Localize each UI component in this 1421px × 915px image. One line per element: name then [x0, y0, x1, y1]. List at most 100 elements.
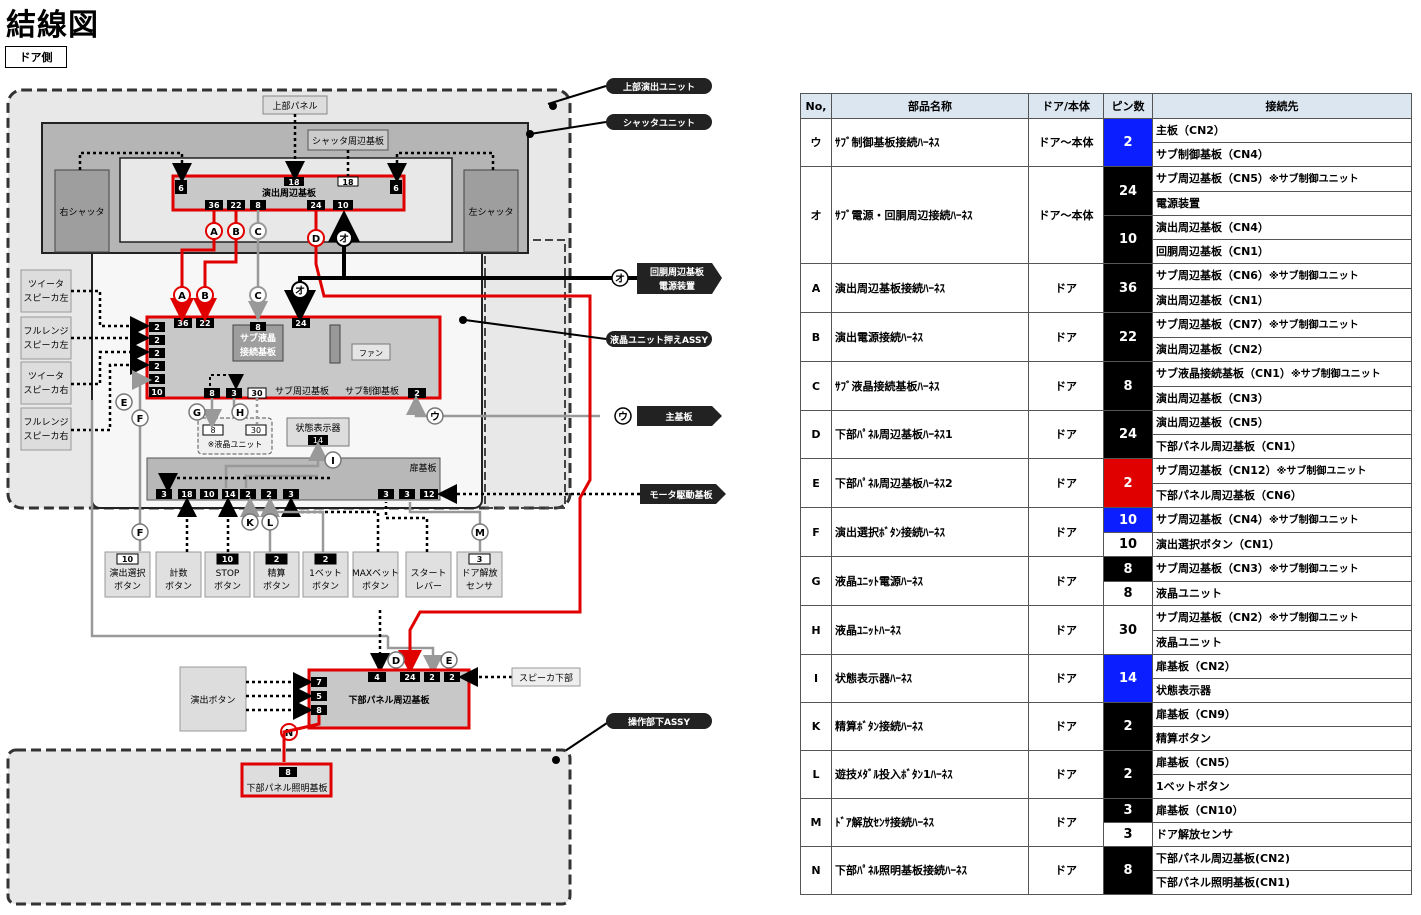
cell-no: オ	[800, 166, 832, 264]
table-header-cell: No,	[800, 93, 832, 119]
cell-destination: 液晶ユニット	[1152, 630, 1412, 655]
button-label: 演出選択	[109, 567, 145, 579]
cell-part-name: 液晶ﾕﾆｯﾄﾊｰﾈｽ	[831, 605, 1029, 655]
cell-location: ドア	[1028, 410, 1104, 459]
panel-button	[155, 551, 202, 598]
cell-no: D	[800, 410, 832, 459]
svg-text:オ: オ	[615, 273, 625, 285]
cell-destination: 電源装置	[1152, 191, 1412, 216]
cell-part-name: 演出周辺基板接続ﾊｰﾈｽ	[831, 263, 1029, 313]
cell-pin-count: 2	[1103, 118, 1153, 167]
svg-text:スピーカ左: スピーカ左	[23, 339, 68, 351]
marker-a2	[173, 286, 191, 304]
svg-text:6: 6	[178, 184, 184, 193]
svg-text:A: A	[210, 227, 218, 238]
svg-text:30: 30	[251, 426, 261, 435]
cell-location: ドア～本体	[1028, 166, 1104, 264]
cell-pin-count: 3	[1103, 822, 1153, 847]
cell-destination: サブ液晶接続基板（CN1）※サブ制御ユニット	[1152, 361, 1412, 387]
svg-text:8: 8	[210, 426, 215, 435]
effect-button	[179, 666, 247, 732]
svg-text:F: F	[137, 414, 144, 425]
cell-no: A	[800, 263, 832, 313]
table-row: 演出周辺基板（CN3）	[801, 386, 1412, 411]
marker-h	[231, 403, 249, 421]
left-shutter-label: 左シャッタ	[468, 206, 513, 218]
button-label: MAXベット	[352, 569, 399, 579]
cell-no: I	[800, 654, 832, 703]
table-header-row: No,部品名称ドア/本体ピン数接続先	[800, 93, 1412, 119]
wiring-diagram: 右シャッタ 左シャッタ 上部パネル シャッタ周辺基板 演出周辺基板 6 6 18…	[6, 78, 726, 906]
cell-pin-count: 2	[1103, 458, 1153, 508]
svg-text:6: 6	[393, 184, 399, 193]
svg-text:シャッタ周辺基板: シャッタ周辺基板	[312, 135, 384, 147]
cell-location: ドア	[1028, 798, 1104, 847]
marker-b	[227, 222, 245, 240]
svg-text:10: 10	[151, 388, 163, 397]
side-tag: ドア側	[5, 46, 67, 68]
marker-o2	[291, 281, 309, 299]
cell-pin-count: 8	[1103, 556, 1153, 582]
svg-text:8: 8	[255, 323, 261, 332]
svg-text:扉基板: 扉基板	[409, 462, 436, 474]
svg-text:14: 14	[313, 436, 323, 445]
svg-text:3: 3	[288, 490, 294, 499]
cell-pin-count: 30	[1103, 605, 1153, 655]
svg-text:A: A	[178, 291, 186, 302]
cell-no: B	[800, 312, 832, 362]
cell-part-name: 演出選択ﾎﾞﾀﾝ接続ﾊｰﾈｽ	[831, 507, 1029, 557]
button-pin	[116, 553, 139, 565]
button-label: 精算	[267, 567, 285, 579]
marker-b2	[196, 286, 214, 304]
svg-text:G: G	[193, 408, 201, 419]
speaker-lower	[511, 667, 581, 687]
cell-no: L	[800, 750, 832, 799]
marker-l	[261, 513, 279, 531]
svg-text:D: D	[312, 234, 320, 245]
callouts: 上部演出ユニット シャッタユニット 液晶ユニット押えASSY 操作部下ASSY …	[464, 78, 726, 758]
cell-pin-count: 8	[1103, 581, 1153, 606]
cell-pin-count: 14	[1103, 654, 1153, 703]
svg-text:30: 30	[251, 389, 263, 398]
lower-unit-outline	[6, 748, 572, 906]
svg-text:E: E	[121, 398, 128, 409]
marker-i	[324, 451, 342, 469]
svg-text:K: K	[246, 518, 255, 529]
svg-text:状態表示器: 状態表示器	[295, 422, 340, 434]
dest-note: ※サブ制御ユニット	[1268, 515, 1359, 526]
right-shutter-label: 右シャッタ	[59, 206, 104, 218]
dest-note: ※サブ制御ユニット	[1268, 613, 1359, 624]
svg-text:24: 24	[404, 673, 416, 682]
table-header-cell: 接続先	[1152, 93, 1412, 119]
marker-d2	[387, 651, 405, 669]
svg-text:フルレンジ: フルレンジ	[23, 327, 68, 337]
cell-destination: 演出周辺基板（CN1）	[1152, 288, 1412, 313]
button-label: STOP	[216, 569, 240, 579]
svg-text:2: 2	[154, 362, 160, 371]
cell-destination: 扉基板（CN2）	[1152, 654, 1412, 679]
cell-destination: サブ周辺基板（CN5）※サブ制御ユニット	[1152, 166, 1412, 192]
svg-text:36: 36	[208, 201, 220, 210]
speaker-box	[20, 316, 72, 360]
svg-text:3: 3	[383, 490, 389, 499]
svg-text:演出ボタン: 演出ボタン	[190, 694, 235, 706]
button-label: ボタン	[114, 581, 141, 592]
cell-destination: 回胴周辺基板（CN1）	[1152, 239, 1412, 264]
cell-no: K	[800, 702, 832, 751]
page-title: 結線図	[6, 8, 99, 43]
cell-destination: サブ周辺基板（CN7）※サブ制御ユニット	[1152, 312, 1412, 338]
cell-no: H	[800, 605, 832, 655]
cell-destination: 下部パネル照明基板(CN1)	[1152, 870, 1412, 895]
svg-text:12: 12	[423, 490, 434, 499]
cell-location: ドア	[1028, 605, 1104, 655]
button-pin	[216, 553, 239, 565]
svg-text:C: C	[254, 291, 261, 302]
button-pin-label: 3	[477, 555, 483, 564]
svg-text:36: 36	[177, 319, 189, 328]
